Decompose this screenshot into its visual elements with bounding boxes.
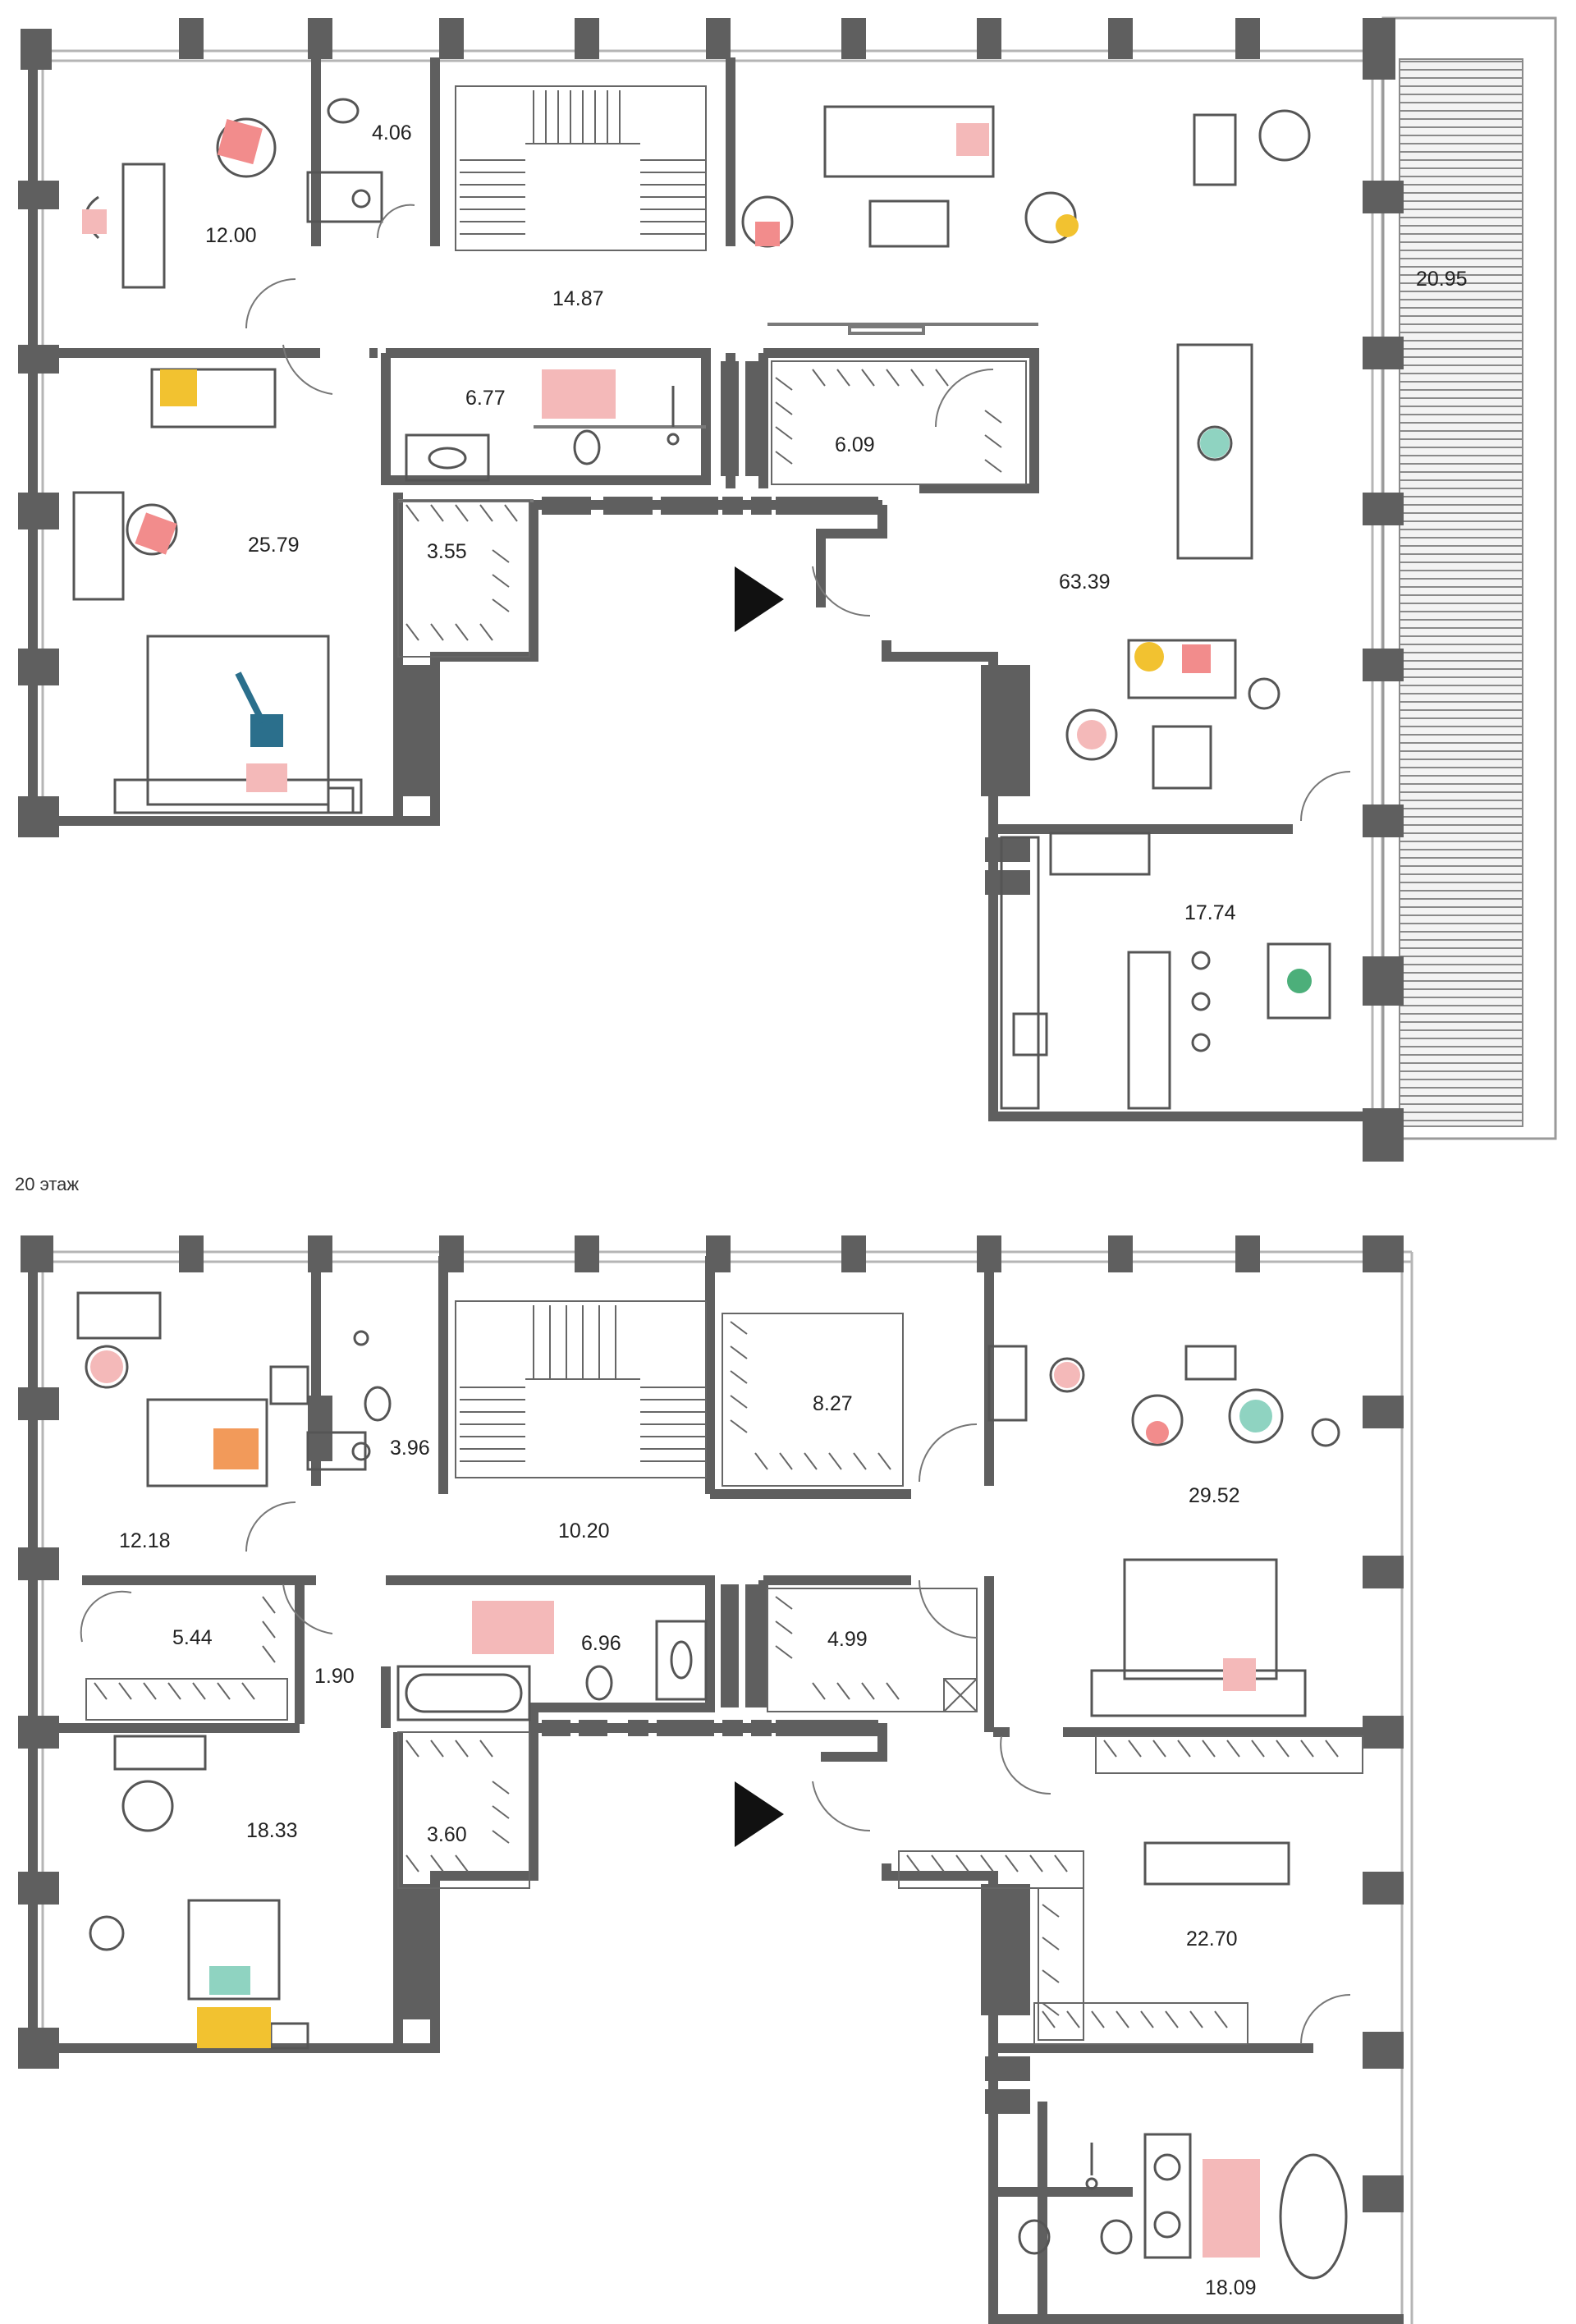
furniture-kitchen [1000,832,1331,1110]
room-area-t-bath: 6.77 [465,387,506,410]
room-area-b-bedroom-sw: 18.33 [246,1819,298,1842]
staircase-top [455,85,707,251]
pillow-bed-b [1223,1658,1256,1691]
bath-mat-top [542,369,616,419]
walls-bottom [28,1252,1404,2324]
figure-orange [213,1428,259,1469]
room-area-b-bedroom-nw: 12.18 [119,1529,171,1552]
blanket-teal [209,1966,250,1995]
room-area-t-hall: 14.87 [552,287,604,310]
cushion-pink-b [1146,1421,1169,1444]
furniture-living-b [987,1345,1340,1717]
bath-mat-master [1203,2159,1260,2258]
furniture-bedroom-sw-b [89,1735,309,2050]
cushion-sofa-y [1134,642,1164,672]
wardrobes-bottom [85,1313,1363,2045]
room-area-b-hall: 10.20 [558,1520,610,1542]
cushion-yellow-w [160,369,197,406]
room-area-b-closet-s: 3.60 [427,1823,467,1846]
furniture-bedroom-nw-b [76,1291,309,1487]
bath-mat-bottom [472,1601,554,1654]
pouf-nw-b [90,1350,123,1383]
room-area-t-wardrobe: 6.09 [835,433,875,456]
room-area-b-closet-w: 5.44 [172,1626,213,1649]
furniture-living [741,105,1311,790]
room-area-b-corridor: 1.90 [314,1665,355,1688]
cushion-armchair-2 [1056,214,1079,237]
furniture-bedroom-w [72,368,363,814]
room-area-b-master-bath: 18.09 [1205,2276,1257,2299]
room-area-b-wardrobe-n: 8.27 [813,1392,853,1415]
room-area-b-bath: 6.96 [581,1632,621,1655]
room-area-t-kitchen: 17.74 [1184,901,1236,924]
staircase-bottom [455,1300,707,1478]
cushion-armchair [755,222,780,246]
doors-top [245,204,1351,822]
pillow-nw-2 [82,209,107,234]
terrace [1381,16,1557,1140]
cushion-sofa-top [956,123,989,156]
room-area-t-bedroom-w: 25.79 [248,534,300,557]
pouf-living-b [1054,1362,1080,1388]
cushion-teal-b [1239,1400,1272,1432]
room-area-t-wc: 4.06 [372,121,412,144]
cushion-pink-w [135,512,177,555]
room-area-t-closet: 3.55 [427,540,467,563]
cushion-sofa-p [1182,644,1211,673]
fixtures-top [306,98,680,482]
wardrobe-top [397,360,1027,658]
plate-dining [1200,429,1230,458]
pillow-nw [217,119,263,165]
room-area-b-living: 29.52 [1189,1484,1240,1507]
figure-on-bed [235,672,287,792]
room-area-b-wardrobe-c: 4.99 [827,1628,868,1651]
columns-bottom [18,1235,1404,2212]
bench-yellow [197,2007,271,2048]
room-area-b-wc: 3.96 [390,1437,430,1460]
room-area-t-terrace: 20.95 [1416,268,1468,291]
floor-top: 12.00 4.06 14.87 20.95 6.77 6.09 25.79 3… [18,16,1557,1162]
floor-title-20: 20 этаж [15,1174,80,1194]
plate-kitchen [1287,969,1312,993]
fixtures-bottom [306,1330,1348,2280]
room-area-t-bedroom-nw: 12.00 [205,224,257,247]
windows-top [31,49,1384,1141]
pouf-living [1077,720,1106,749]
doors-bottom [80,1423,1351,2045]
entrance-arrow-icon-bottom [735,1781,784,1847]
room-area-t-living: 63.39 [1059,571,1111,594]
entrance-arrow-icon [735,566,784,632]
room-area-b-dressing: 22.70 [1186,1927,1238,1950]
floor-bottom: 3.96 8.27 29.52 12.18 10.20 5.44 6.96 4.… [18,1235,1413,2324]
columns-top [18,18,1404,1162]
